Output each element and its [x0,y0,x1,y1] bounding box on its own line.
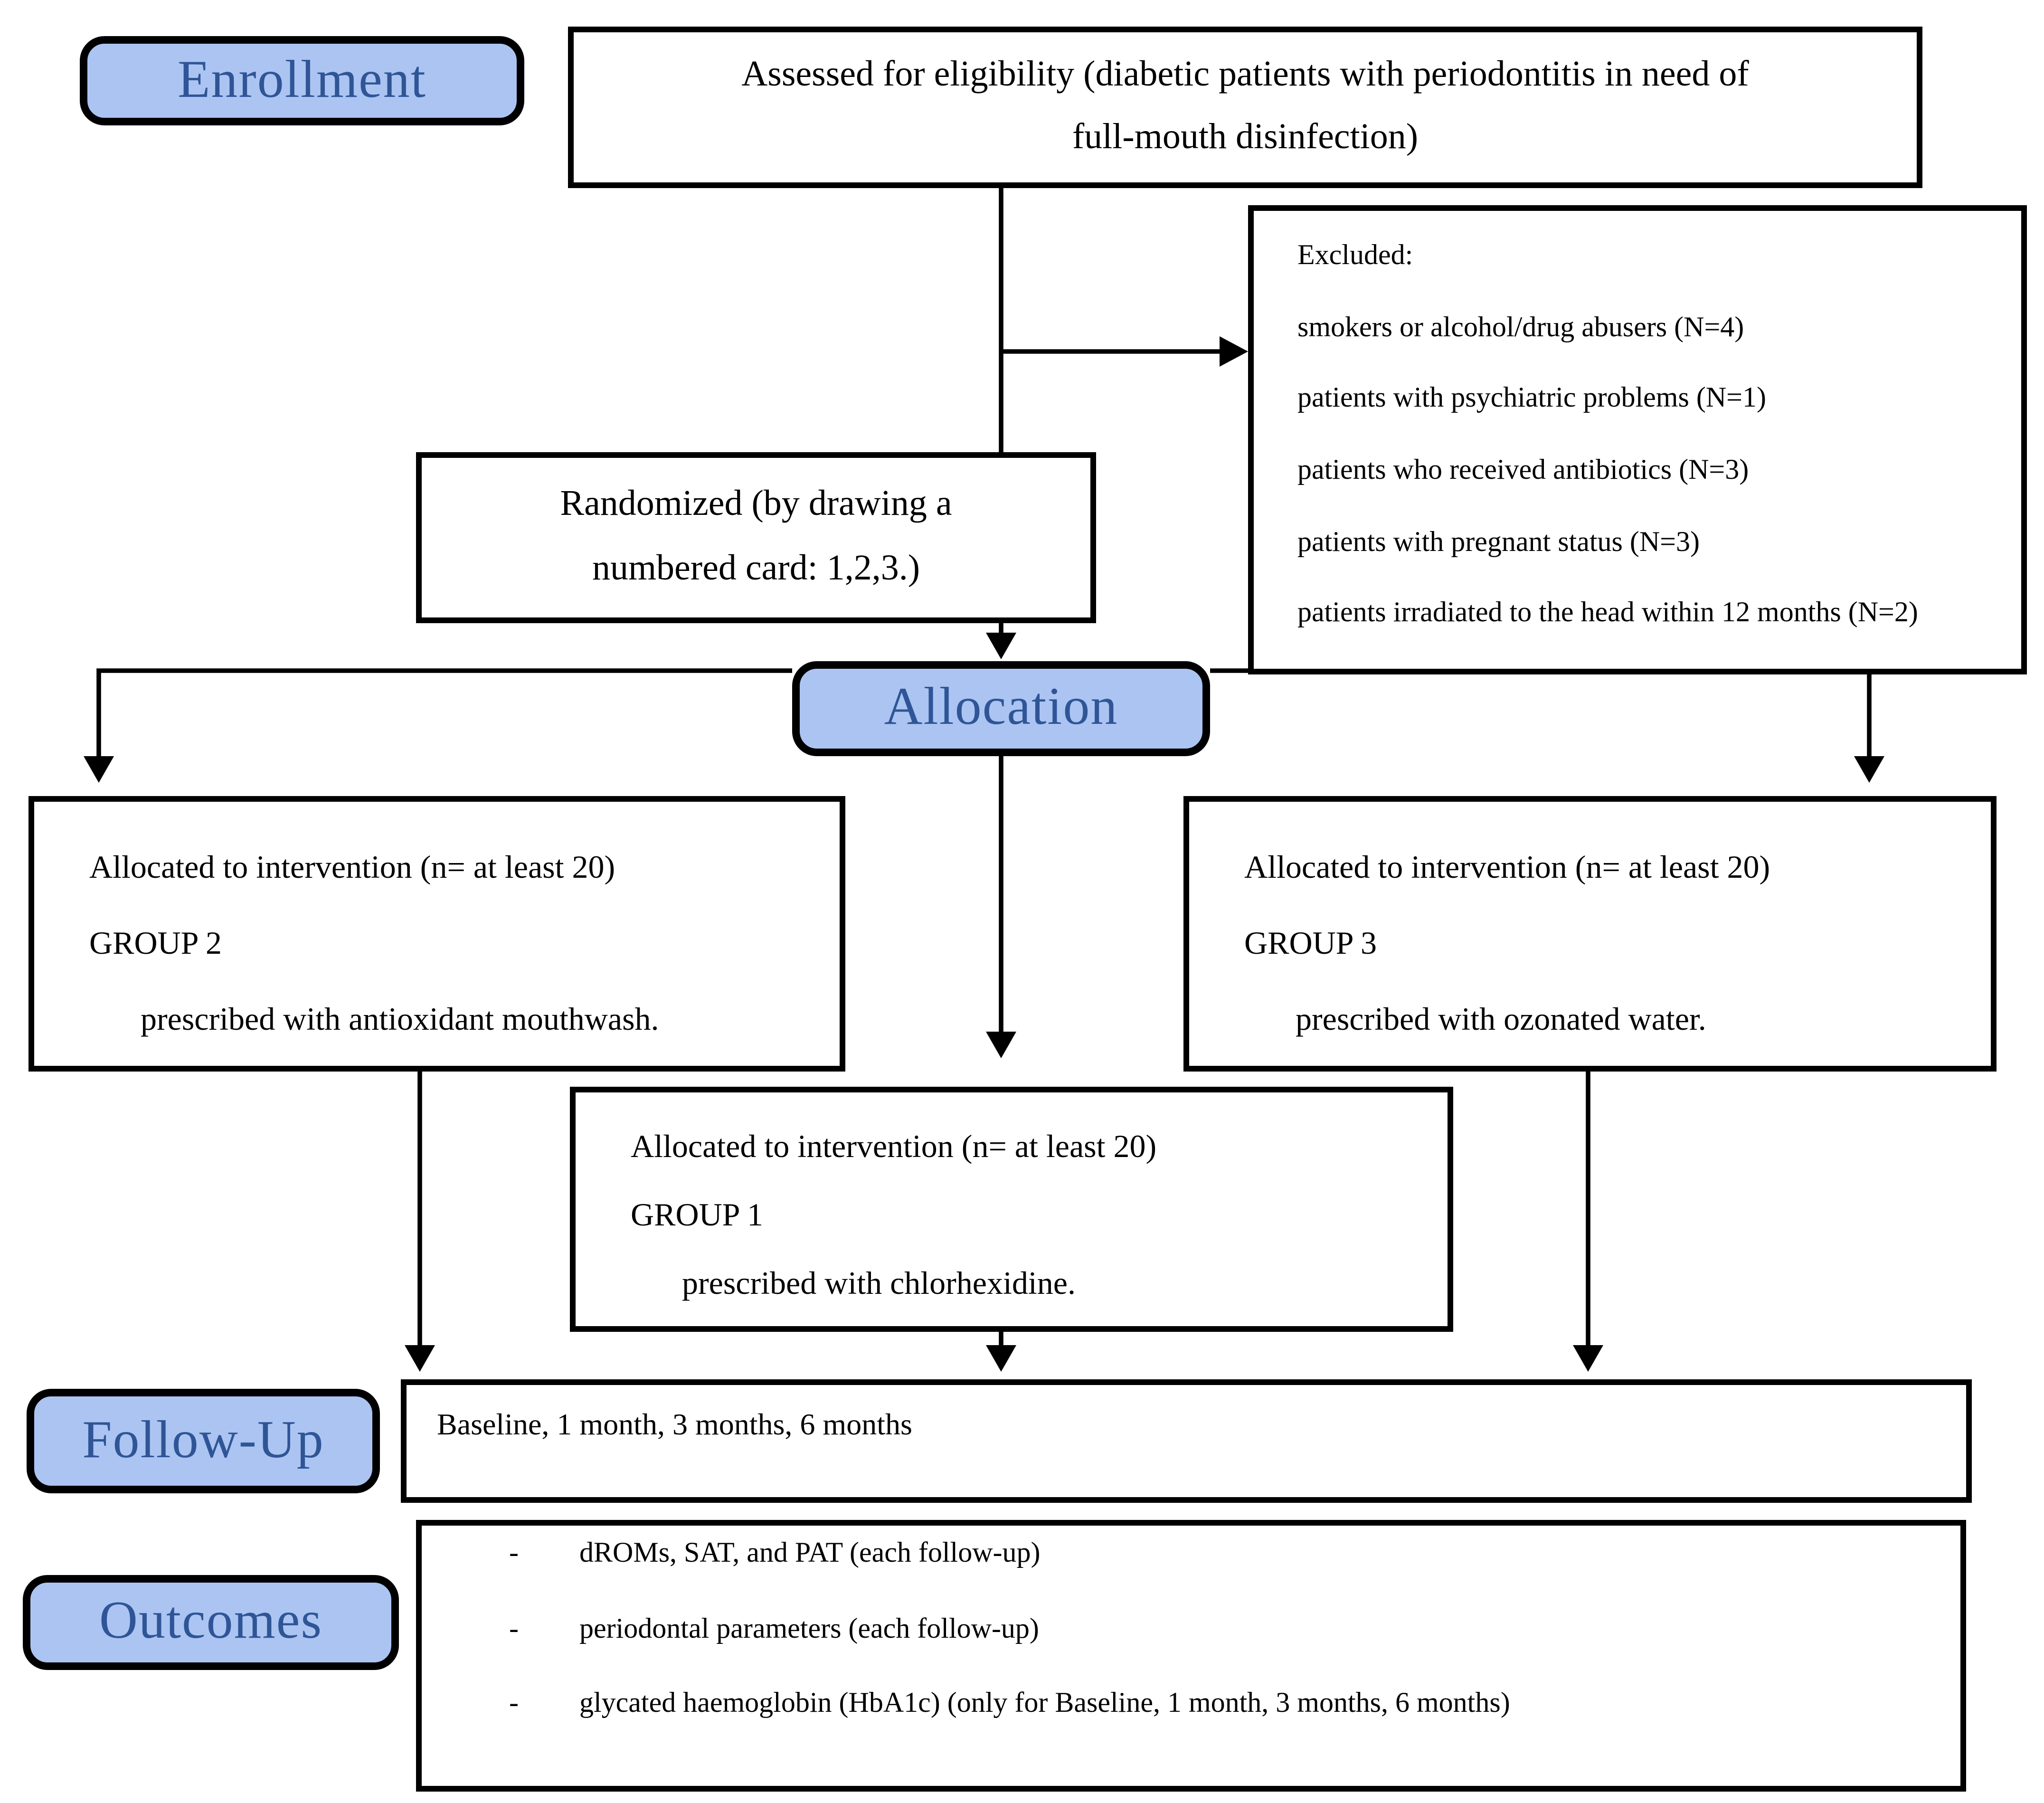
arrowhead-followup-right [1573,1345,1603,1372]
outcome-item-text: periodontal parameters (each follow-up) [579,1614,1039,1644]
group1-allocated-text: Allocated to intervention (n= at least 2… [631,1129,1157,1165]
excluded-item: smokers or alcohol/drug abusers (N=4) [1297,313,1744,343]
bullet-dash: - [509,1539,519,1569]
bullet-dash: - [509,1614,519,1644]
bullet-dash: - [509,1689,519,1719]
outcome-item-text: dROMs, SAT, and PAT (each follow-up) [579,1539,1041,1569]
group2-allocated-text: Allocated to intervention (n= at least 2… [89,849,615,885]
outcome-item: - dROMs, SAT, and PAT (each follow-up) [509,1537,1960,1571]
enrollment-stage-label: Enrollment [80,36,524,125]
excluded-box: Excluded: smokers or alcohol/drug abuser… [1248,205,2027,674]
line-branch-to-group3 [1210,668,1872,758]
arrowhead-allocation [986,633,1016,659]
group1-allocation-box: Allocated to intervention (n= at least 2… [570,1087,1453,1332]
excluded-title: Excluded: [1297,241,1413,272]
arrowhead-group3 [1854,756,1884,783]
group3-allocated-text: Allocated to intervention (n= at least 2… [1244,849,1770,885]
group1-prescription: prescribed with chlorhexidine. [682,1266,1076,1302]
followup-schedule-box: Baseline, 1 month, 3 months, 6 months [401,1379,1972,1503]
outcomes-stage-label: Outcomes [23,1575,399,1670]
assessed-line-2: full-mouth disinfection) [1072,118,1419,158]
arrowhead-followup-left [405,1345,435,1372]
group1-name: GROUP 1 [631,1197,763,1234]
excluded-item: patients who received antibiotics (N=3) [1297,456,1749,487]
followup-schedule-text: Baseline, 1 month, 3 months, 6 months [437,1410,912,1442]
allocation-stage-label: Allocation [792,661,1210,756]
followup-stage-label: Follow-Up [27,1389,380,1493]
line-branch-to-group2 [96,668,792,758]
excluded-item: patients with psychiatric problems (N=1) [1297,384,1766,415]
randomized-box: Randomized (by drawing a numbered card: … [416,452,1096,623]
outcome-item: - periodontal parameters (each follow-up… [509,1612,1960,1646]
assessed-eligibility-box: Assessed for eligibility (diabetic patie… [568,27,1922,188]
group3-allocation-box: Allocated to intervention (n= at least 2… [1183,796,1997,1072]
outcomes-box: - dROMs, SAT, and PAT (each follow-up) -… [416,1520,1966,1792]
group3-name: GROUP 3 [1244,925,1377,962]
arrowhead-group2 [84,756,114,783]
arrowhead-followup-mid [986,1345,1016,1372]
arrowhead-group1 [986,1032,1016,1058]
outcome-item-text: glycated haemoglobin (HbA1c) (only for B… [579,1689,1510,1719]
randomized-line-2: numbered card: 1,2,3.) [592,549,920,589]
group2-prescription: prescribed with antioxidant mouthwash. [141,1002,659,1038]
group3-prescription: prescribed with ozonated water. [1296,1002,1706,1038]
randomized-line-1: Randomized (by drawing a [560,484,952,525]
assessed-line-1: Assessed for eligibility (diabetic patie… [741,55,1749,95]
excluded-item: patients irradiated to the head within 1… [1297,599,1918,630]
arrowhead-excluded [1220,336,1248,367]
group2-allocation-box: Allocated to intervention (n= at least 2… [28,796,845,1072]
group2-name: GROUP 2 [89,925,222,962]
outcome-item: - glycated haemoglobin (HbA1c) (only for… [509,1687,1960,1721]
excluded-item: patients with pregnant status (N=3) [1297,528,1700,558]
